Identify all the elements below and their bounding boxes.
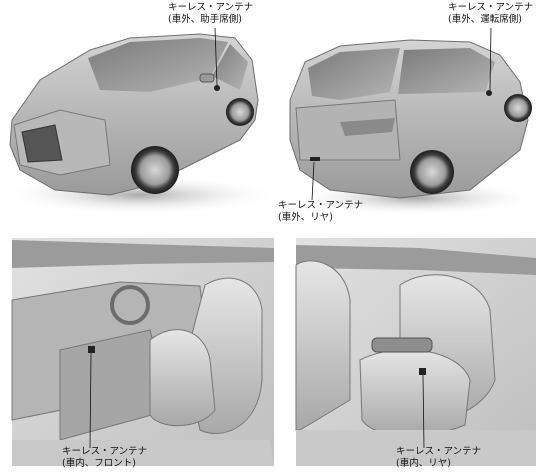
callout-exterior-rear: キーレス・アンテナ (車外、リヤ) (278, 200, 363, 224)
callout-location: (車内、フロント) (62, 458, 136, 469)
callout-location: (車外、運転席側) (448, 14, 522, 25)
cabin-front-view (11, 238, 274, 466)
callout-exterior-driver: キーレス・アンテナ (車外、運転席側) (448, 2, 533, 26)
callout-interior-front: キーレス・アンテナ (車内、フロント) (62, 446, 147, 470)
antenna-marker-driver (486, 90, 492, 96)
callout-location: (車外、リヤ) (278, 212, 333, 223)
antenna-marker-cabin-rear (419, 368, 426, 375)
callout-title: キーレス・アンテナ (448, 2, 534, 13)
cabin-rear-view (295, 238, 536, 466)
callout-interior-rear: キーレス・アンテナ (車内、リヤ) (396, 446, 481, 470)
antenna-marker-cabin-front (88, 346, 95, 353)
callout-location: (車内、リヤ) (396, 458, 451, 469)
car-rear-view (289, 27, 540, 216)
antenna-marker-rear (310, 157, 320, 161)
callout-title: キーレス・アンテナ (62, 446, 148, 457)
callout-title: キーレス・アンテナ (396, 446, 482, 457)
car-front-view (0, 27, 280, 215)
callout-title: キーレス・アンテナ (168, 2, 254, 13)
callout-location: (車外、助手席側) (168, 14, 242, 25)
callout-title: キーレス・アンテナ (278, 200, 364, 211)
callout-exterior-passenger: キーレス・アンテナ (車外、助手席側) (168, 2, 253, 26)
antenna-marker-passenger (214, 85, 220, 91)
